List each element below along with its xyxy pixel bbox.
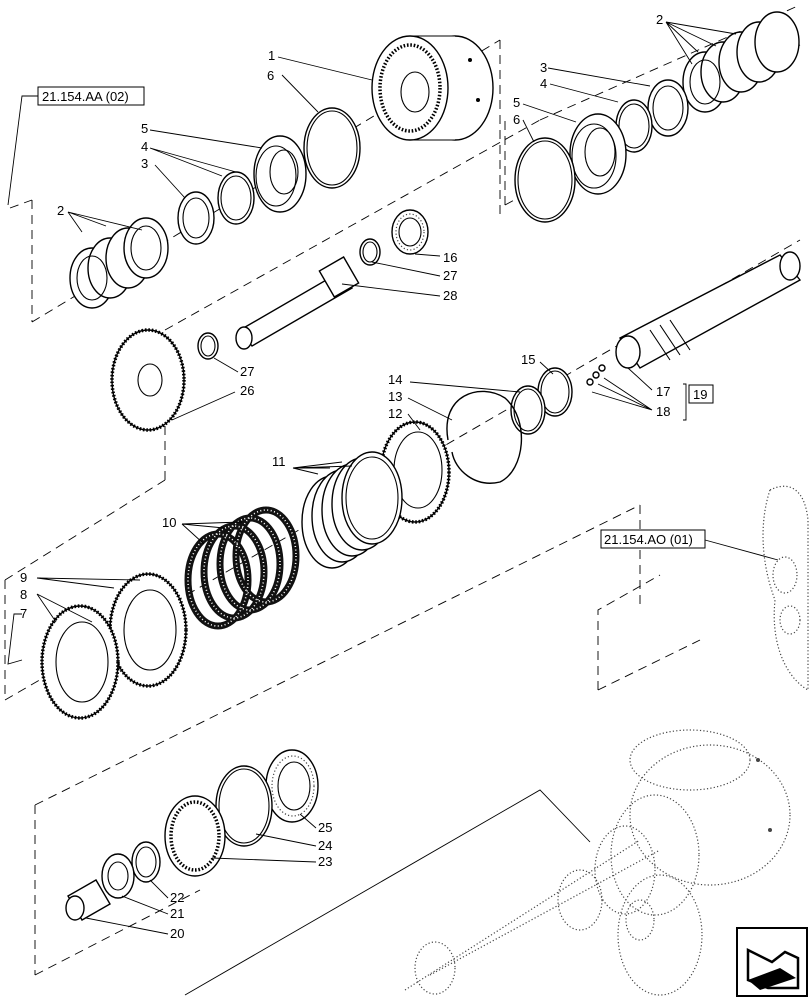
callout-8: 8 — [20, 587, 27, 602]
part-ring-6-right — [514, 137, 576, 223]
callout-labels: 1 6 5 4 3 2 2 3 4 5 6 16 27 28 27 26 15 … — [20, 12, 707, 941]
part-plates-11 — [301, 451, 403, 569]
part-piston-5-right — [569, 113, 627, 195]
reference-label: 21.154.AA (02) — [42, 89, 129, 104]
part-bushing-20 — [65, 879, 111, 921]
part-bearing-25 — [265, 749, 319, 823]
leaders-shaft — [171, 253, 441, 421]
part-springs-left — [69, 217, 169, 309]
callout-4: 4 — [141, 139, 148, 154]
part-bearing-16 — [391, 209, 429, 255]
reference-box[interactable] — [600, 529, 706, 549]
callout-23: 23 — [318, 854, 332, 869]
part-snap-ring-13 — [446, 390, 523, 484]
leaders-20-25 — [85, 813, 317, 935]
callout-2: 2 — [656, 12, 663, 27]
part-ring-24 — [215, 765, 273, 847]
callout-6: 6 — [267, 68, 274, 83]
callout-11: 11 — [272, 454, 286, 469]
leaders-11 — [292, 461, 353, 475]
part-ring-gear-23 — [164, 795, 226, 877]
callout-9: 9 — [20, 570, 27, 585]
callout-6: 6 — [513, 112, 520, 127]
callout-27: 27 — [240, 364, 254, 379]
leaders-10 — [181, 521, 243, 545]
callout-15: 15 — [521, 352, 535, 367]
callout-21: 21 — [170, 906, 184, 921]
reference-link-19[interactable] — [688, 384, 714, 404]
part-bearing-21 — [101, 853, 135, 899]
callout-14: 14 — [388, 372, 402, 387]
callout-2: 2 — [57, 203, 64, 218]
part-springs-right — [682, 11, 800, 113]
callout-27: 27 — [443, 268, 457, 283]
assembly-illustration — [184, 729, 791, 996]
leaders-top-right — [522, 21, 737, 143]
leaders-17-18 — [591, 367, 687, 421]
part-ring-6-left — [303, 107, 361, 189]
part-piston-5-left — [253, 135, 307, 213]
callout-26: 26 — [240, 383, 254, 398]
callout-25: 25 — [318, 820, 332, 835]
callout-3: 3 — [141, 156, 148, 171]
reference-link-top-left[interactable]: 21.154.AA (02) — [7, 86, 145, 206]
part-shaft-17 — [615, 251, 802, 369]
callout-16: 16 — [443, 250, 457, 265]
callout-7: 7 — [20, 606, 27, 621]
leaders-7-9 — [7, 577, 141, 665]
callout-22: 22 — [170, 890, 184, 905]
callout-18: 18 — [656, 404, 670, 419]
part-ring-3-right — [647, 79, 689, 137]
callout-13: 13 — [388, 389, 402, 404]
callout-1: 1 — [268, 48, 275, 63]
part-pins-18 — [586, 364, 606, 386]
part-drum-1 — [371, 35, 494, 141]
part-snap-ring-27-top — [359, 238, 381, 266]
callout-19: 19 — [693, 387, 707, 402]
callout-4: 4 — [540, 76, 547, 91]
reference-link-right[interactable]: 21.154.AO (01) — [600, 529, 706, 549]
callout-12: 12 — [388, 406, 402, 421]
part-friction-discs-10 — [184, 506, 300, 630]
callout-20: 20 — [170, 926, 184, 941]
part-ring-14 — [510, 385, 546, 435]
part-plate-8 — [40, 604, 120, 720]
callout-5: 5 — [513, 95, 520, 110]
part-plate-9 — [108, 572, 188, 688]
part-snap-ring-27-bottom — [197, 332, 219, 360]
callout-17: 17 — [656, 384, 670, 399]
back-arrow-icon[interactable] — [736, 927, 808, 997]
part-ring-3-left — [177, 191, 215, 245]
part-ring-4-left — [217, 171, 255, 225]
leaders-12-15 — [407, 361, 554, 431]
part-gear-26 — [110, 328, 186, 432]
leaders-top-left — [67, 56, 373, 233]
callout-24: 24 — [318, 838, 332, 853]
part-ring-22 — [131, 841, 161, 883]
reference-label: 21.154.AO (01) — [604, 532, 693, 547]
callout-10: 10 — [162, 515, 176, 530]
housing-illustration — [704, 485, 809, 692]
part-shaft-28 — [235, 256, 360, 350]
callout-5: 5 — [141, 121, 148, 136]
callout-28: 28 — [443, 288, 457, 303]
callout-3: 3 — [540, 60, 547, 75]
